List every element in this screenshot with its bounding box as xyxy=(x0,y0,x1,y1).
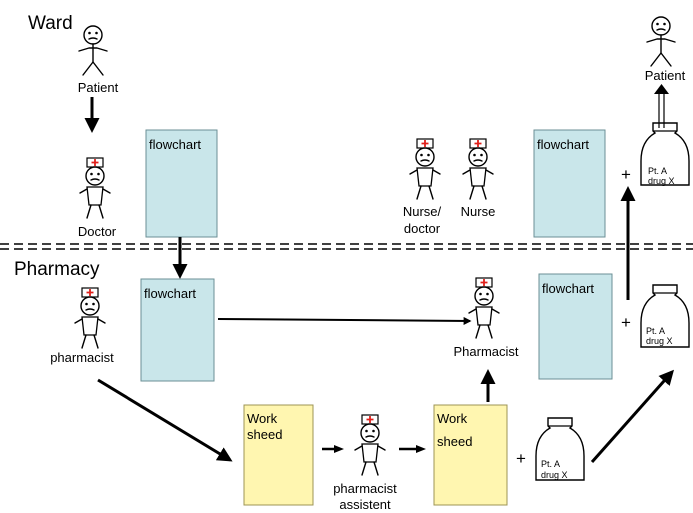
arrow-assistant-to-worksheet xyxy=(399,445,426,453)
ward-section-label: Ward xyxy=(28,13,73,34)
worksheet-left xyxy=(243,404,314,506)
nurse-doctor-label-line2: doctor xyxy=(404,221,441,236)
pharmacist-assistent-label-line2: assistent xyxy=(339,497,391,512)
ward-pharmacy-divider xyxy=(0,243,693,250)
doctor-figure xyxy=(79,157,111,219)
worksheet-left-line2: sheed xyxy=(247,427,282,442)
worksheet-right xyxy=(433,404,508,506)
bottle-ward-line1: Pt. A xyxy=(648,166,667,176)
flowchart-ward-left xyxy=(145,129,218,238)
arrow-bottle-to-patient xyxy=(654,84,669,128)
bottle-pharmacy-bottom-line2: drug X xyxy=(541,470,568,480)
arrow-bottle-to-pharmacy-right xyxy=(590,369,674,463)
flowchart-pharmacy-right xyxy=(538,273,613,380)
flowchart-pharmacy-left-label: flowchart xyxy=(144,286,196,301)
pharmacist-assistent-figure xyxy=(354,414,386,476)
arrow-pharmacist-to-worksheet xyxy=(97,378,233,462)
bottle-pharmacy-bottom-line1: Pt. A xyxy=(541,459,560,469)
arrow-worksheet-to-assistant xyxy=(322,445,344,453)
pharmacist-center-label: Pharmacist xyxy=(453,344,518,359)
nurse-doctor-label-line1: Nurse/ xyxy=(403,204,442,219)
pharmacist-assistent-label-line1: pharmacist xyxy=(333,481,397,496)
pharmacist-left-figure xyxy=(74,287,106,349)
plus-sign-pharmacy-right: + xyxy=(621,313,631,332)
bottle-ward-line2: drug X xyxy=(648,176,675,186)
flowchart-ward-right-label: flowchart xyxy=(537,137,589,152)
patient-right-figure xyxy=(646,16,676,67)
nurse-doctor-figure xyxy=(409,138,441,200)
nurse-label: Nurse xyxy=(461,204,496,219)
doctor-label: Doctor xyxy=(78,224,117,239)
patient-top-label: Patient xyxy=(78,80,119,95)
bottle-pharmacy-right-line2: drug X xyxy=(646,336,673,346)
pharmacist-left-label: pharmacist xyxy=(50,350,114,365)
plus-sign-ward: + xyxy=(621,165,631,184)
plus-sign-pharmacy-bottom: + xyxy=(516,449,526,468)
pharmacist-center-figure xyxy=(468,277,500,339)
arrow-flowchart-to-pharmacist xyxy=(217,316,472,325)
worksheet-right-line2: sheed xyxy=(437,434,472,449)
flowchart-ward-left-label: flowchart xyxy=(149,137,201,152)
pharmacy-section-label: Pharmacy xyxy=(14,259,100,280)
nurse-figure xyxy=(462,138,494,200)
flowchart-ward-right xyxy=(533,129,606,238)
bottle-pharmacy-right-line1: Pt. A xyxy=(646,326,665,336)
flowchart-pharmacy-left xyxy=(140,278,215,382)
flowchart-pharmacy-right-label: flowchart xyxy=(542,281,594,296)
patient-top-figure xyxy=(78,25,108,76)
patient-right-label: Patient xyxy=(645,68,686,83)
worksheet-left-line1: Work xyxy=(247,411,278,426)
worksheet-right-line1: Work xyxy=(437,411,468,426)
